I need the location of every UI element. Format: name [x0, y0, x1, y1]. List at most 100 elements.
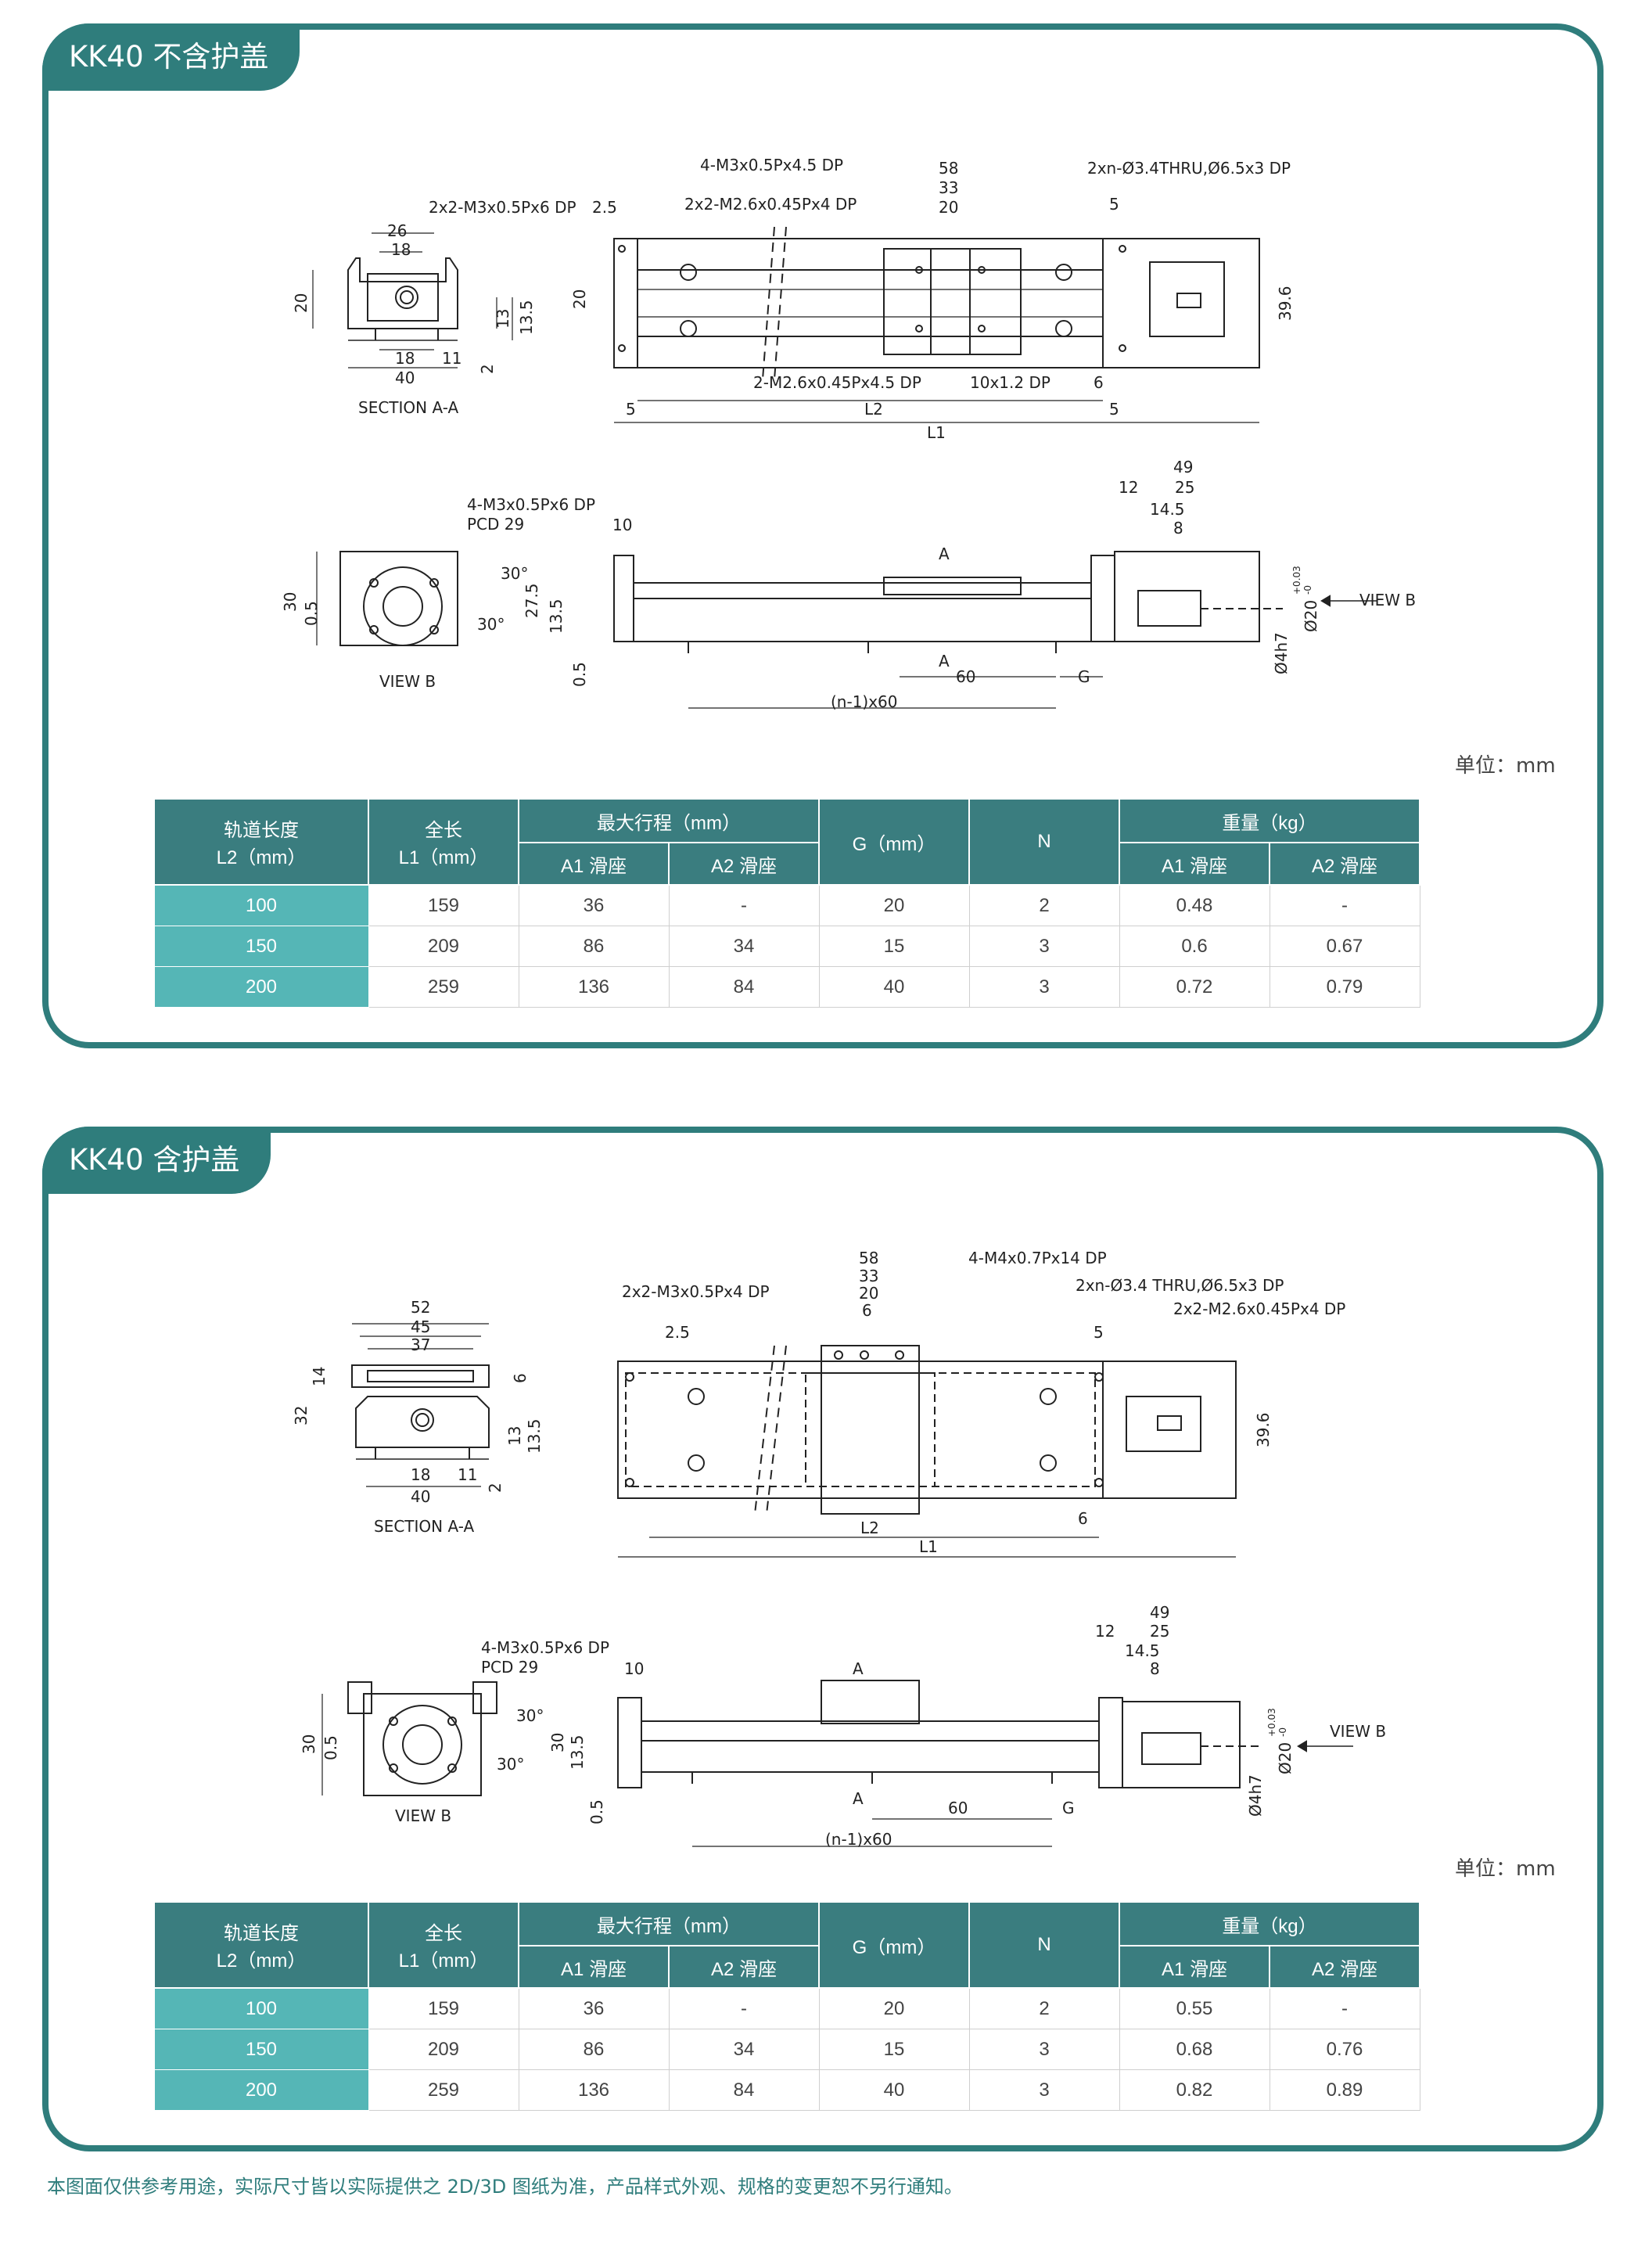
callout: 2x2-M3x0.5Px6 DP — [429, 198, 576, 217]
dim-text: 25 — [1175, 478, 1194, 497]
header-weight: 重量（kg） — [1119, 1901, 1420, 1946]
callout: 10x1.2 DP — [970, 373, 1050, 392]
section-a-a-view — [351, 1323, 490, 1487]
cell-n: 3 — [968, 926, 1120, 967]
dim-text: 12 — [1095, 1622, 1115, 1641]
dim-text: 8 — [1173, 519, 1183, 537]
cell-a2-weight: 0.67 — [1269, 926, 1420, 967]
dim-text: 6 — [1078, 1509, 1088, 1528]
dim-text: 13.5 — [568, 1734, 587, 1770]
header-stroke: 最大行程（mm） — [518, 1901, 820, 1946]
dim-text: 18 — [411, 1465, 430, 1484]
spec-table: 轨道长度 L2（mm） 全长 L1（mm） 最大行程（mm） G（mm） N 重… — [153, 1901, 1420, 2111]
dim-text: 30° — [497, 1755, 524, 1774]
dim-text: 39.6 — [1276, 286, 1295, 321]
callout: 2xn-Ø3.4THRU,Ø6.5x3 DP — [1087, 159, 1291, 178]
dim-text: Ø4h7 — [1272, 632, 1291, 674]
dim-text: 2 — [478, 364, 497, 374]
cell-a2-stroke: - — [668, 884, 820, 926]
cell-a2-weight: 0.76 — [1269, 2029, 1420, 2070]
dim-text: 0.5 — [587, 1799, 606, 1824]
dim-text: 14 — [310, 1367, 329, 1386]
cell-a2-weight: 0.89 — [1269, 2069, 1420, 2111]
dim-text: 30° — [477, 615, 505, 634]
section-title: KK40 含护盖 — [42, 1127, 271, 1194]
dim-text: 8 — [1150, 1659, 1160, 1678]
cell-a1-stroke: 86 — [518, 2029, 670, 2070]
cell-l2: 150 — [153, 2029, 369, 2070]
cell-g: 40 — [818, 966, 970, 1008]
cell-l1: 209 — [368, 2029, 519, 2070]
header-a1: A1 滑座 — [518, 1945, 670, 1989]
table-row: 100 159 36 - 20 2 0.55 - — [153, 1987, 1420, 2029]
cell-n: 2 — [968, 1987, 1120, 2029]
header-a1: A1 滑座 — [1119, 1945, 1270, 1989]
cell-l2: 200 — [153, 2069, 369, 2111]
dim-text: 5 — [1094, 1323, 1104, 1342]
cell-g: 15 — [818, 2029, 970, 2070]
header-n: N — [968, 798, 1120, 886]
cell-l1: 259 — [368, 966, 519, 1008]
header-a2: A2 滑座 — [668, 1945, 820, 1989]
dim-text: G — [1078, 667, 1090, 686]
top-view — [617, 1345, 1237, 1558]
cell-a1-stroke: 136 — [518, 966, 670, 1008]
header-l1: 全长 L1（mm） — [368, 798, 519, 886]
cell-a2-weight: 0.79 — [1269, 966, 1420, 1008]
cell-a1-weight: 0.48 — [1119, 884, 1270, 926]
dim-text: 11 — [442, 349, 461, 368]
dim-text: G — [1062, 1799, 1075, 1817]
callout: 2-M2.6x0.45Px4.5 DP — [753, 373, 921, 392]
cell-a1-stroke: 36 — [518, 1987, 670, 2029]
cell-a2-weight: - — [1269, 1987, 1420, 2029]
dim-text: 18 — [391, 240, 411, 259]
view-b-end-view — [321, 1681, 497, 1796]
callout: PCD 29 — [467, 515, 524, 534]
cell-a2-stroke: - — [668, 1987, 820, 2029]
section-caption: SECTION A-A — [358, 398, 458, 417]
header-a1: A1 滑座 — [518, 842, 670, 886]
cell-l2: 100 — [153, 1987, 369, 2029]
dim-text: A — [939, 652, 950, 670]
dim-text: 13.5 — [517, 300, 536, 335]
cell-l2: 100 — [153, 884, 369, 926]
table-row: 100 159 36 - 20 2 0.48 - — [153, 884, 1420, 926]
dim-text: 6 — [511, 1373, 530, 1383]
dim-text: 60 — [956, 667, 975, 686]
cell-g: 15 — [818, 926, 970, 967]
dim-text: 58 — [939, 159, 958, 178]
dim-text: 26 — [387, 221, 407, 240]
dim-text: 13 — [505, 1426, 524, 1446]
cell-n: 3 — [968, 2069, 1120, 2111]
cell-n: 3 — [968, 966, 1120, 1008]
header-n: N — [968, 1901, 1120, 1989]
dim-text: 58 — [859, 1249, 878, 1267]
dim-text: 5 — [1109, 195, 1119, 214]
dim-text: 33 — [939, 178, 958, 197]
dim-text: L2 — [860, 1519, 879, 1537]
header-l1: 全长 L1（mm） — [368, 1901, 519, 1989]
section-caption: SECTION A-A — [374, 1517, 474, 1536]
dim-text: 40 — [411, 1487, 430, 1506]
side-view — [617, 1680, 1353, 1847]
cell-l1: 159 — [368, 1987, 519, 2029]
dim-text: +0.03 — [1266, 1708, 1277, 1737]
dim-text: 12 — [1119, 478, 1138, 497]
dim-text: 0.5 — [570, 662, 589, 687]
unit-label: 单位：mm — [1455, 754, 1556, 778]
section-a-a-view — [312, 232, 513, 368]
dim-text: 45 — [411, 1317, 430, 1336]
dim-text: 5 — [626, 400, 636, 419]
dim-text: 2.5 — [592, 198, 617, 217]
dim-text: 13 — [494, 309, 512, 329]
footnote: 本图面仅供参考用途，实际尺寸皆以实际提供之 2D/3D 图纸为准，产品样式外观、… — [47, 2176, 963, 2198]
callout: 4-M3x0.5Px6 DP — [481, 1638, 609, 1657]
cell-g: 20 — [818, 884, 970, 926]
cell-a1-weight: 0.55 — [1119, 1987, 1270, 2029]
dim-text: 20 — [570, 289, 589, 309]
view-arrow-label: VIEW B — [1359, 591, 1416, 609]
dim-text: 30° — [516, 1706, 544, 1725]
dim-text: 6 — [862, 1301, 872, 1320]
unit-label: 单位：mm — [1455, 1857, 1556, 1881]
callout: 2x2-M2.6x0.45Px4 DP — [684, 195, 857, 214]
